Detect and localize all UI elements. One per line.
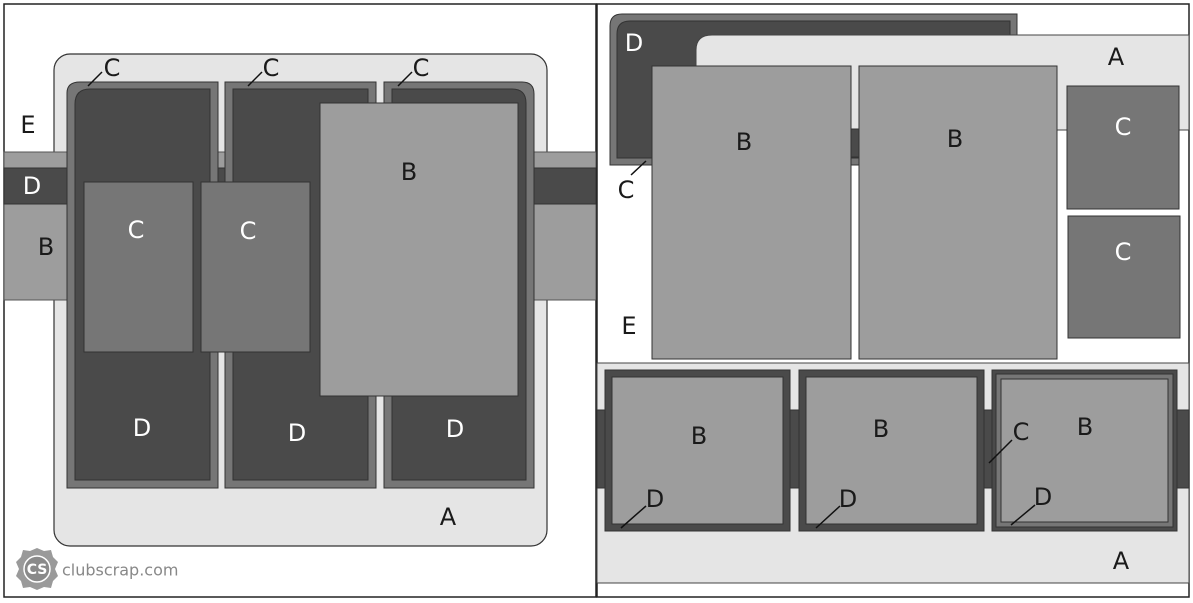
- left-label-c-photo-1: C: [128, 216, 145, 244]
- right-label-c-callout-top: C: [618, 176, 635, 204]
- left-label-d-stripe: D: [23, 172, 41, 200]
- watermark: CS clubscrap.com: [16, 548, 178, 590]
- right-photo-b-3: [611, 376, 784, 525]
- right-photo-b-2: [858, 65, 1058, 360]
- right-leader-c-bottom: [988, 439, 1013, 464]
- left-label-e: E: [20, 111, 35, 139]
- right-photo-b-4: [805, 376, 978, 525]
- right-page: D A B B C C C E B B B C D D D A: [596, 3, 1190, 598]
- left-photo-c-1: [83, 181, 194, 353]
- right-label-b-photo-4: B: [873, 415, 889, 443]
- left-label-c-mat-1: C: [104, 54, 121, 82]
- left-leader-c-1: [87, 71, 103, 87]
- left-label-c-photo-2: C: [240, 217, 257, 245]
- left-label-d-panel-3: D: [446, 415, 464, 443]
- left-leader-c-2: [247, 71, 263, 87]
- right-label-a-bottom: A: [1113, 547, 1130, 575]
- left-label-d-panel-1: D: [133, 414, 151, 442]
- right-leader-c-top: [630, 160, 647, 176]
- right-label-b-photo-5: B: [1077, 413, 1093, 441]
- right-photo-c-1: [1066, 85, 1180, 210]
- clubscrap-logo-inner-icon: [23, 555, 51, 583]
- left-label-b-photo: B: [401, 158, 417, 186]
- right-leader-d-1: [620, 505, 647, 529]
- right-label-d-callout-2: D: [839, 485, 857, 513]
- right-label-b-photo-3: B: [691, 422, 707, 450]
- right-label-e: E: [621, 312, 636, 340]
- right-label-d-callout-3: D: [1034, 483, 1052, 511]
- right-label-c-callout-bottom: C: [1013, 418, 1030, 446]
- left-page: C C C E D B C C B D D D A CS clubscrap.c…: [3, 3, 597, 598]
- left-label-d-panel-2: D: [288, 419, 306, 447]
- left-leader-c-3: [397, 71, 413, 87]
- left-label-c-mat-3: C: [413, 54, 430, 82]
- right-label-d-top: D: [625, 29, 643, 57]
- left-label-b-strip: B: [38, 233, 54, 261]
- right-label-c-photo-2: C: [1115, 238, 1132, 266]
- right-label-b-photo-1: B: [736, 128, 752, 156]
- right-photo-c-2: [1067, 215, 1181, 339]
- right-label-d-callout-1: D: [646, 485, 664, 513]
- right-photo-b-1: [651, 65, 852, 360]
- left-photo-c-2: [200, 181, 311, 353]
- left-label-c-mat-2: C: [263, 54, 280, 82]
- right-label-a-top: A: [1108, 43, 1125, 71]
- right-leader-d-3: [1010, 504, 1036, 526]
- left-label-a: A: [440, 503, 457, 531]
- watermark-logo-text: CS: [27, 562, 48, 578]
- right-leader-d-2: [815, 505, 841, 529]
- right-label-b-photo-2: B: [947, 125, 963, 153]
- left-photo-b: [319, 102, 519, 397]
- right-label-c-photo-1: C: [1115, 113, 1132, 141]
- watermark-text: clubscrap.com: [62, 561, 178, 580]
- right-photo-b-5: [1000, 378, 1169, 523]
